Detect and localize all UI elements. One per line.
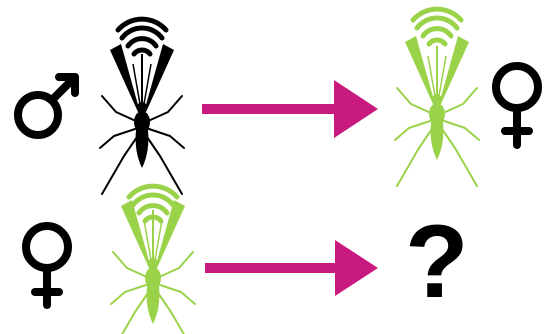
mosquito-icon bbox=[111, 200, 195, 334]
mosquito-icon bbox=[395, 36, 479, 186]
female-symbol-icon bbox=[496, 66, 538, 145]
sound-waves-icon bbox=[118, 19, 166, 54]
arrow-right-icon bbox=[205, 240, 378, 296]
sound-waves-icon bbox=[413, 9, 461, 44]
male-symbol-icon bbox=[18, 77, 75, 135]
unknown-outcome-label: ? bbox=[405, 212, 465, 312]
mosquito-icon bbox=[100, 44, 184, 194]
female-symbol-icon bbox=[26, 226, 68, 305]
arrow-right-icon bbox=[202, 80, 378, 138]
